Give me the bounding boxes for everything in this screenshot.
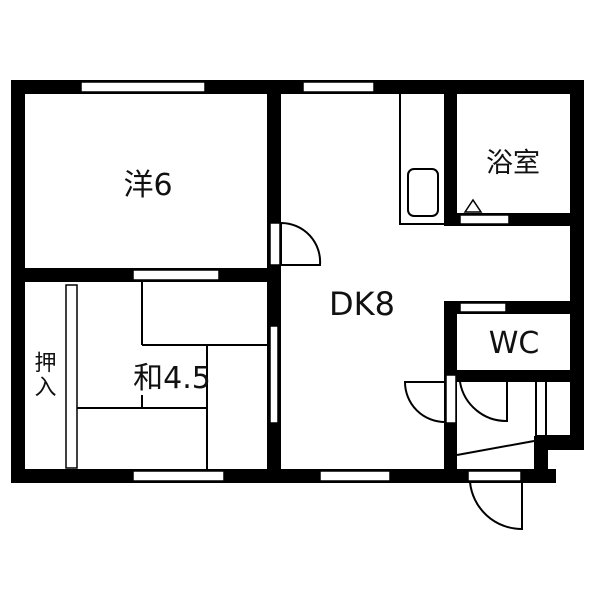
door-wc-opening xyxy=(459,302,507,313)
door-swing-wc xyxy=(459,381,508,423)
closet-door xyxy=(65,284,78,469)
label-japanese-room: 和4.5 xyxy=(133,361,211,396)
windows xyxy=(80,81,522,482)
door-entry-opening xyxy=(445,374,457,424)
walls xyxy=(11,80,584,483)
door-swing-western xyxy=(280,221,322,266)
kitchen-counter xyxy=(399,94,444,225)
window-japanese-bottom xyxy=(132,470,225,482)
window-dk-bottom xyxy=(319,470,391,482)
tatami-lines xyxy=(77,282,267,469)
label-western-room: 洋6 xyxy=(123,168,172,203)
door-front-opening xyxy=(467,470,522,482)
door-western-opening xyxy=(269,222,281,266)
window-between-rooms xyxy=(132,269,220,281)
window-dk-top xyxy=(302,81,375,93)
window-western-top xyxy=(80,81,206,93)
door-swings xyxy=(280,221,535,531)
door-swing-dk-entry xyxy=(403,381,446,424)
label-closet: 押入 xyxy=(31,351,57,399)
label-bathroom: 浴室 xyxy=(486,148,540,179)
label-dining-kitchen: DK8 xyxy=(329,285,395,323)
shoe-cabinet xyxy=(535,382,570,437)
sink-icon xyxy=(407,168,439,217)
vent-icon xyxy=(463,198,483,213)
door-sliding-japanese xyxy=(269,325,279,424)
label-toilet: WC xyxy=(489,326,540,361)
entry-step-line xyxy=(456,440,535,456)
door-sliding-bath xyxy=(459,214,510,225)
door-swing-front xyxy=(469,481,523,531)
